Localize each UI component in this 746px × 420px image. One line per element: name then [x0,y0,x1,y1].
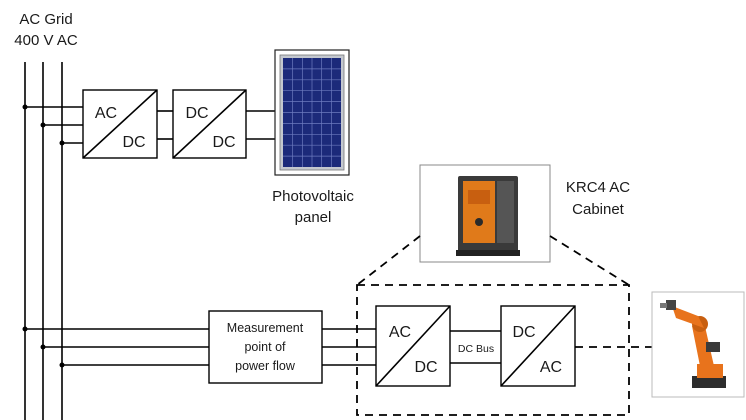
grid-title-line1: AC Grid [19,11,72,28]
cabinet-boundary [356,235,630,416]
measurement-label-line1: Measurement [227,321,304,335]
measurement-label-line2: point of [244,340,286,354]
robot-dcac-bottom-label: AC [540,359,562,376]
pv-dcdc-bottom-label: DC [212,134,235,151]
cabinet-label-line1: KRC4 AC [566,179,630,196]
cabinet-icon [419,164,551,263]
robot-acdc-top-label: AC [389,324,411,341]
pv-acdc-top-label: AC [95,105,117,122]
pv-acdc-converter: AC DC [82,89,158,159]
robot-arm-icon [651,291,745,398]
solar-panel-icon [274,49,350,176]
grid-title-line2: 400 V AC [14,32,78,49]
robot-dcac-top-label: DC [512,324,535,341]
dc-bus-label: DC Bus [458,343,494,355]
measurement-label-line3: power flow [235,359,296,373]
pv-panel-label-line1: Photovoltaic [272,188,354,205]
measurement-point-box: Measurement point of power flow [208,310,323,384]
pv-dcdc-top-label: DC [185,105,208,122]
grid-bus-lines [24,62,63,420]
robot-acdc-bottom-label: DC [414,359,437,376]
robot-acdc-converter: AC DC [375,305,451,387]
pv-acdc-bottom-label: DC [122,134,145,151]
pv-panel-label-line2: panel [295,209,332,226]
cabinet-label-line2: Cabinet [572,201,625,218]
robot-branch-wires [22,326,652,368]
pv-dcdc-converter: DC DC [172,89,247,159]
pv-branch-wires [22,104,275,146]
robot-dcac-converter: DC AC [500,305,576,387]
